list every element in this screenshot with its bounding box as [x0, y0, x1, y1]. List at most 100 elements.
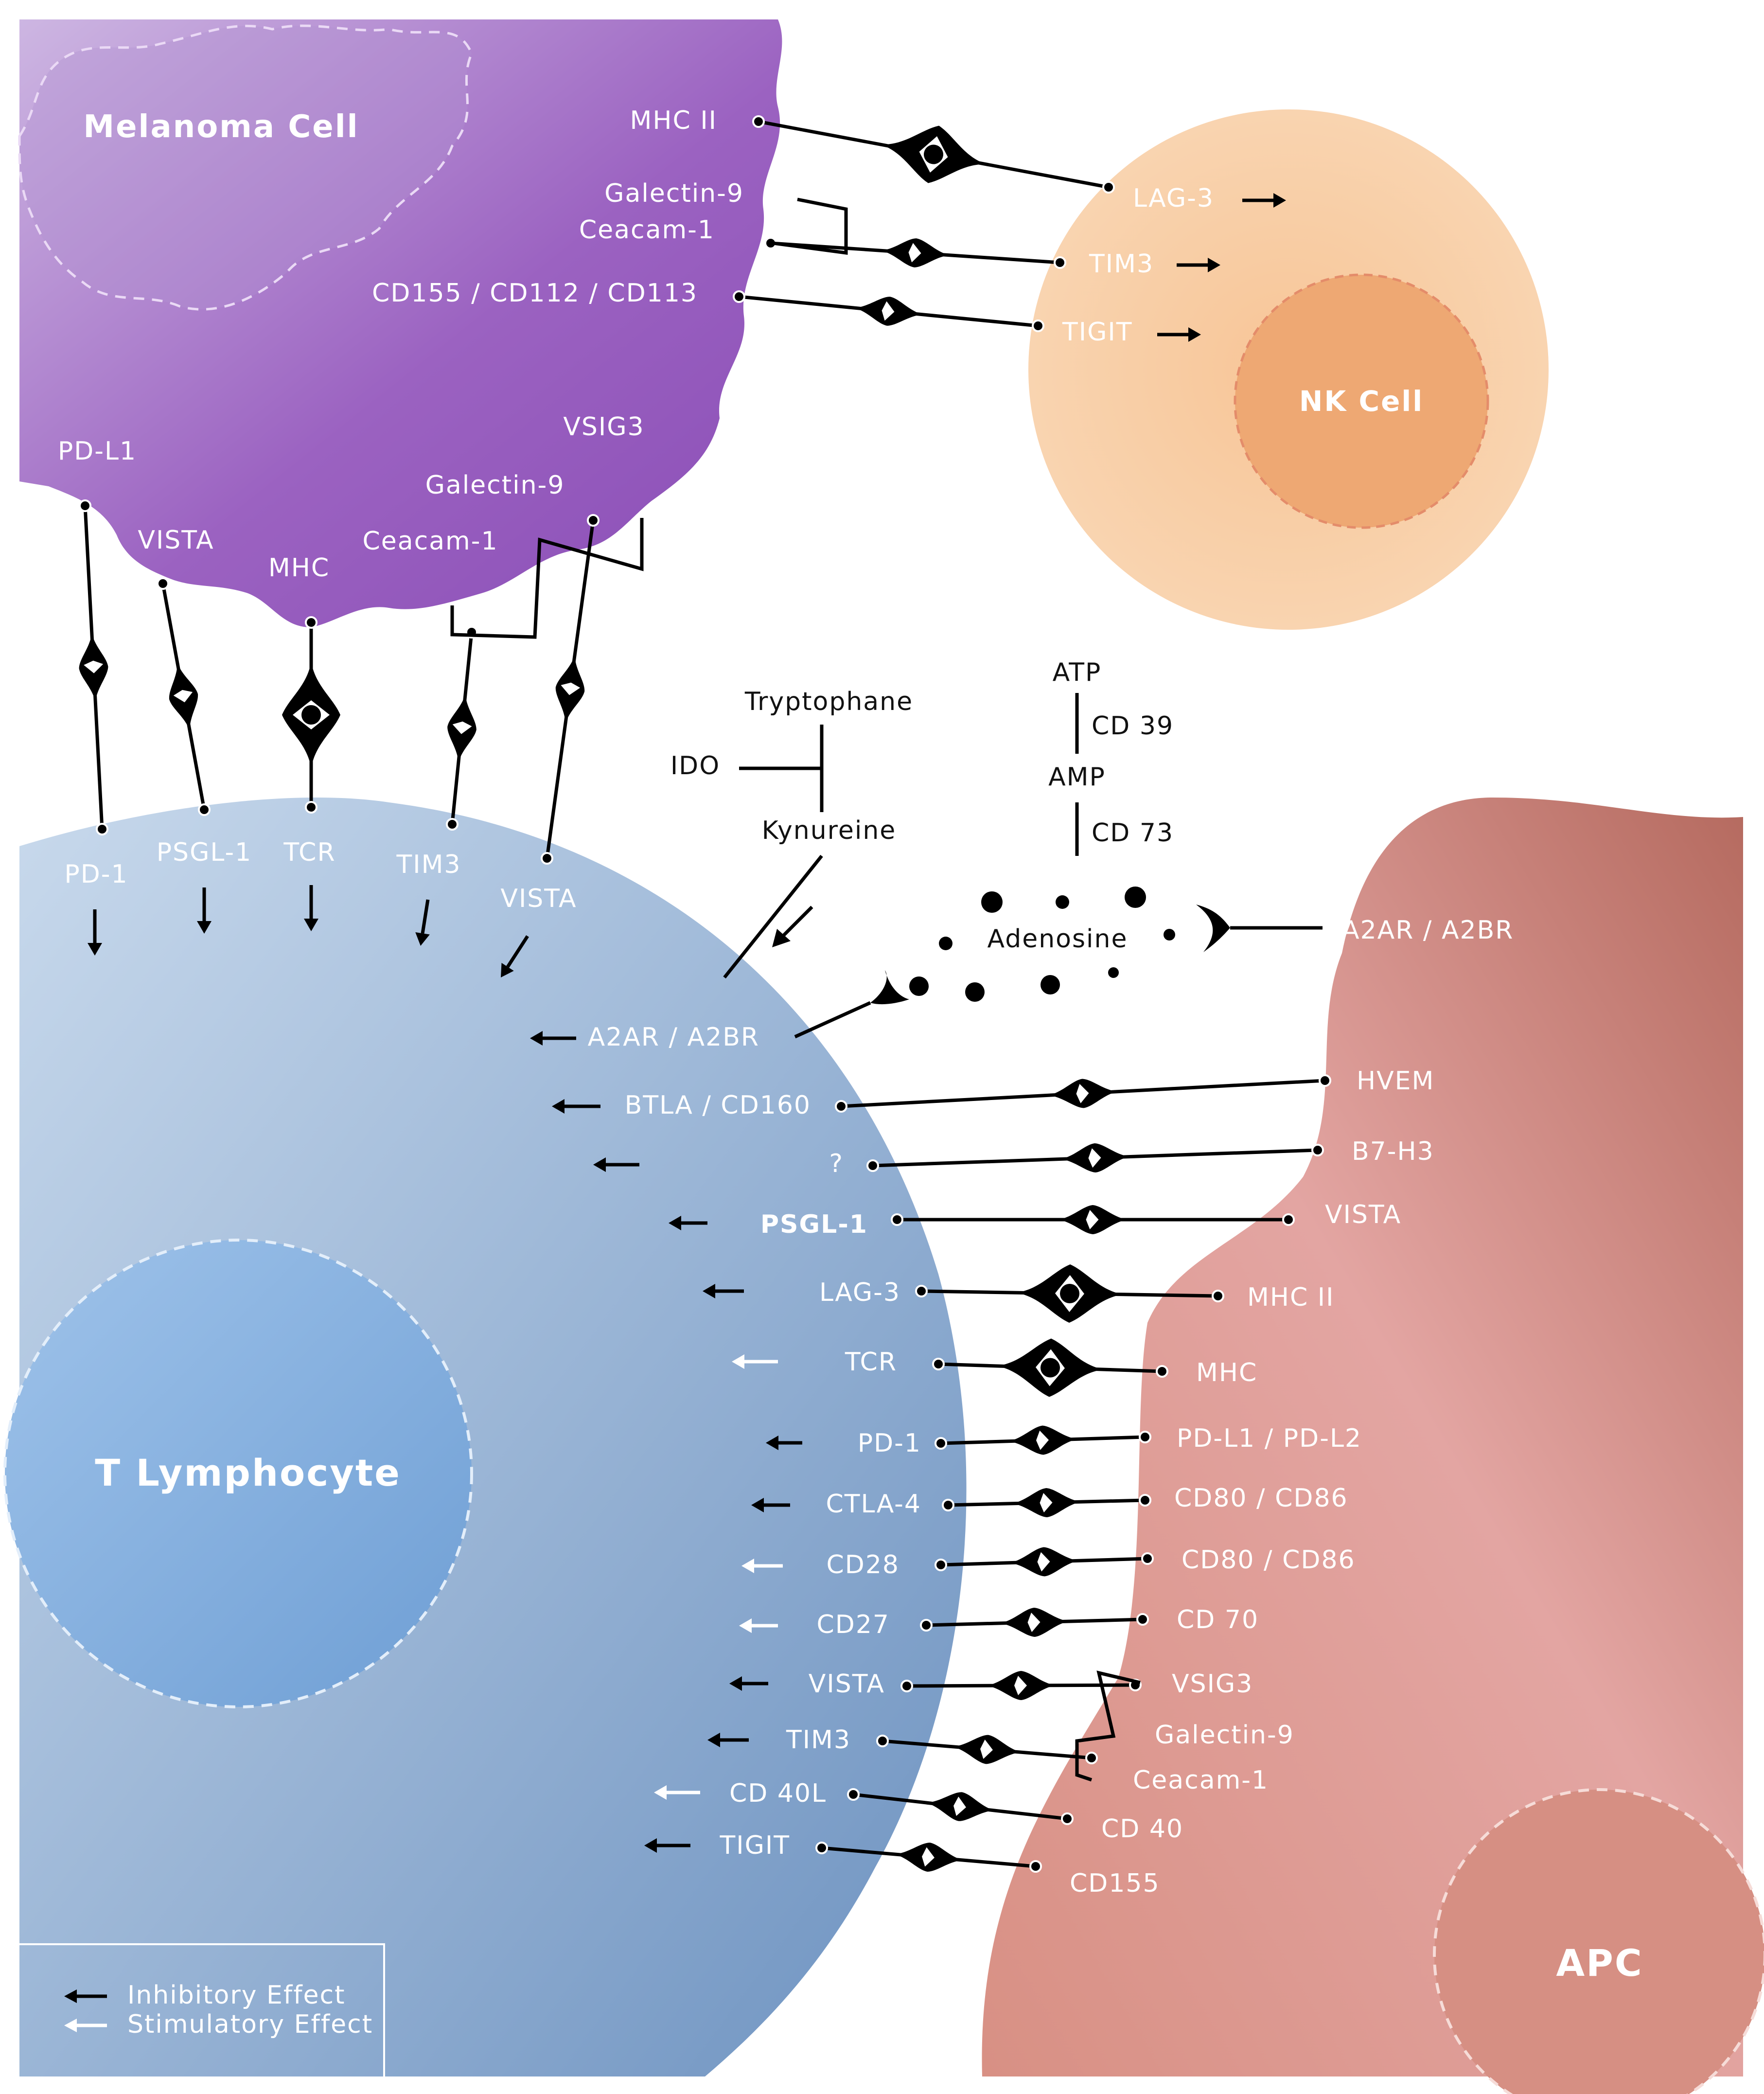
- kynureine-arrow-icon: [772, 905, 813, 947]
- t-receptor-top: PD-1: [64, 860, 128, 889]
- binding-icon: [987, 1671, 1055, 1700]
- apc-ligand: Galectin-9: [1155, 1721, 1294, 1750]
- endpoint-dot: [935, 1437, 947, 1450]
- endpoint-dot: [305, 616, 318, 629]
- endpoint-dot: [446, 818, 459, 831]
- endpoint-dot: [1032, 319, 1044, 332]
- endpoint-dot: [733, 290, 745, 303]
- endpoint-dot: [305, 801, 318, 814]
- endpoint-dot: [1156, 1365, 1168, 1378]
- endpoint-dot: [815, 1842, 828, 1854]
- legend-stimulatory-label: Stimulatory Effect: [127, 2010, 373, 2039]
- cd73-label: CD 73: [1092, 818, 1174, 848]
- binding-icon: [1000, 1608, 1069, 1637]
- nk-receptor: LAG-3: [1133, 184, 1214, 213]
- mhc-complex-icon: [1016, 1264, 1123, 1323]
- t-receptor-top: PSGL-1: [157, 838, 252, 867]
- t-apc-effect-arrow-icon: [669, 1216, 707, 1230]
- vsig3-vista-connector: [541, 514, 600, 865]
- vista-psgl1-connector: [157, 577, 211, 816]
- endpoint-dot: [847, 1788, 860, 1801]
- binding-icon: [1010, 1547, 1078, 1577]
- amp-label: AMP: [1048, 763, 1106, 792]
- mhc-complex-icon: [282, 661, 340, 768]
- legend-inhibitory-label: Inhibitory Effect: [127, 1981, 345, 2010]
- t-apc-connector: [847, 1788, 1074, 1825]
- apc-ligand: B7-H3: [1352, 1137, 1434, 1166]
- endpoint-dot: [942, 1499, 954, 1511]
- mhc2-lag3-connector: [752, 115, 1115, 194]
- endpoint-dot: [835, 1100, 847, 1113]
- melanoma-title: Melanoma Cell: [83, 109, 359, 145]
- t-apc-connector: [935, 1547, 1154, 1577]
- t-effect-arrow-icon: [197, 887, 212, 934]
- inhibitory-arrow-icon: [64, 1989, 107, 2003]
- t-apc-effect-arrow-icon: [732, 1354, 778, 1369]
- apc-ligand: HVEM: [1357, 1066, 1434, 1096]
- t-apc-receptor: CD 40L: [729, 1779, 827, 1808]
- nk-receptor: TIGIT: [1062, 318, 1133, 347]
- endpoint-dot: [876, 1735, 889, 1747]
- adenosine-label: Adenosine: [988, 924, 1128, 954]
- t-effect-arrow-icon: [88, 909, 102, 956]
- galectin-ceacam-bracket: [773, 197, 848, 255]
- apc-ligand: VISTA: [1325, 1200, 1401, 1229]
- t-apc-connector: [915, 1264, 1224, 1323]
- endpoint-dot: [1139, 1431, 1151, 1443]
- t-apc-effect-arrow-icon: [644, 1838, 690, 1853]
- t-apc-connector: [891, 1205, 1295, 1234]
- t-apc-effect-arrow-icon: [552, 1099, 600, 1114]
- apc-ligand: CD80 / CD86: [1174, 1484, 1348, 1513]
- melanoma-nk-ligand: Galectin-9: [604, 179, 744, 208]
- cd155-tigit-connector: [733, 290, 1044, 332]
- t-apc-receptor: VISTA: [809, 1669, 885, 1699]
- cd39-label: CD 39: [1092, 711, 1174, 741]
- endpoint-dot: [1029, 1860, 1042, 1873]
- ceacam-tim3-connector: [446, 626, 478, 831]
- tryptophane-label: Tryptophane: [744, 687, 913, 716]
- binding-icon: [1049, 1079, 1117, 1108]
- legend: Inhibitory Effect Stimulatory Effect: [19, 1943, 385, 2076]
- t-apc-effect-arrow-icon: [739, 1618, 778, 1633]
- melanoma-nk-ligand: CD155 / CD112 / CD113: [372, 279, 698, 308]
- t-apc-receptor: LAG-3: [819, 1278, 900, 1307]
- a2ar-t-receptor: [794, 970, 909, 1039]
- effect-arrows: [88, 193, 1286, 1853]
- apc-title: APC: [1556, 1941, 1643, 1985]
- endpoint-dot: [1102, 181, 1115, 194]
- t-apc-connector: [876, 1735, 1098, 1764]
- nk-effect-arrow-icon: [1242, 193, 1286, 208]
- endpoint-dot: [1136, 1613, 1149, 1626]
- endpoint-dot: [920, 1619, 933, 1632]
- t-apc-receptor: TCR: [845, 1348, 897, 1377]
- t-apc-effect-arrow-icon: [530, 1031, 576, 1046]
- apc-ligand: MHC II: [1247, 1283, 1334, 1312]
- galectin-bracket-top: [450, 518, 644, 639]
- endpoint-dot: [932, 1358, 945, 1370]
- apc-ligand: CD 40: [1101, 1814, 1183, 1844]
- t-apc-connector: [920, 1608, 1149, 1637]
- endpoint-dot: [915, 1285, 928, 1297]
- binding-icon: [447, 694, 476, 763]
- t-lymphocyte-cell: [19, 798, 967, 2076]
- melanoma-t-ligand: VSIG3: [563, 412, 644, 442]
- t-apc-effect-arrow-icon: [703, 1284, 744, 1298]
- endpoint-dot: [935, 1559, 947, 1571]
- stimulatory-arrow-icon: [64, 2019, 107, 2032]
- endpoint-dot: [1061, 1812, 1074, 1825]
- melanoma-t-ligand: VISTA: [138, 526, 214, 555]
- endpoint-dot: [587, 514, 600, 527]
- endpoint-dot: [1311, 1144, 1324, 1156]
- t-apc-effect-arrow-icon: [729, 1676, 768, 1691]
- atp-label: ATP: [1053, 658, 1102, 687]
- kynureine-link: [723, 854, 823, 979]
- endpoint-dot: [866, 1159, 879, 1172]
- t-apc-receptor: ?: [829, 1149, 844, 1178]
- endpoint-dot: [1085, 1752, 1098, 1764]
- melanoma-t-ligand: MHC: [268, 553, 330, 583]
- endpoint-dot: [900, 1680, 913, 1692]
- t-apc-effect-arrow-icon: [654, 1785, 700, 1800]
- binding-icon: [895, 1843, 963, 1872]
- binding-icon: [79, 633, 108, 702]
- mhc-tcr-connector: [282, 616, 340, 814]
